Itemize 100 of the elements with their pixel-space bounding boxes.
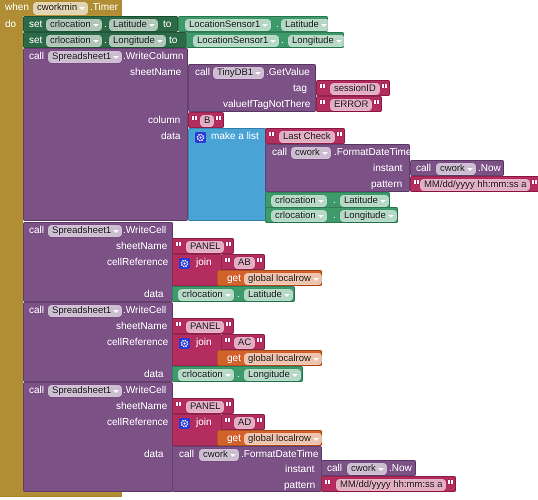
text-string-block: [172, 398, 234, 414]
dropdown-field: cwork: [199, 449, 239, 461]
dropdown-field: crlocation: [271, 195, 327, 207]
dropdown-field: Latitude: [244, 289, 293, 301]
block-label: .: [104, 35, 107, 47]
block-label: .: [281, 35, 284, 47]
dropdown-field: LocationSensor1: [193, 35, 280, 47]
dropdown-field: Latitude: [340, 195, 389, 207]
block-label: .: [237, 369, 240, 381]
block-label: call: [29, 51, 44, 63]
dropdown-field: cwork: [436, 163, 476, 175]
block-label: .WriteCell: [123, 385, 166, 397]
block-label: .GetValue: [266, 67, 310, 79]
text-string-block: [316, 80, 390, 96]
block-label: .FormatDateTime: [334, 147, 412, 159]
dropdown-field: Longitude: [244, 369, 301, 381]
dropdown-field: Spreadsheet1: [48, 305, 122, 317]
text-field: AB: [234, 257, 255, 269]
text-field: B: [200, 115, 214, 127]
setter-block: [23, 16, 178, 32]
block-label: set: [29, 35, 42, 47]
method-call-block: [410, 160, 504, 176]
method-call-block: [321, 460, 416, 476]
property-getter-block: [172, 366, 303, 382]
dropdown-field: crlocation: [178, 289, 234, 301]
dropdown-field: cworkmin: [33, 2, 88, 15]
block-label: instant: [373, 163, 402, 175]
property-getter-block: [265, 207, 398, 223]
text-string-block: [221, 254, 265, 270]
dropdown-field: Spreadsheet1: [48, 225, 122, 237]
method-call-block: [23, 302, 173, 382]
dropdown-field: Latitude: [281, 19, 330, 31]
method-call-block: [188, 64, 316, 112]
dropdown-field: crlocation: [271, 210, 327, 222]
block-label: call: [416, 163, 432, 175]
text-field: MM/dd/yyyy hh:mm:ss a: [420, 179, 530, 191]
variable-getter-block: [217, 430, 322, 446]
block-label: .WriteColumn: [123, 51, 184, 63]
block-label: data: [161, 131, 180, 143]
block-label: when: [5, 2, 29, 14]
variable-getter-block: [217, 270, 322, 286]
text-string-block: [172, 318, 234, 334]
block-label: make a list: [211, 131, 259, 143]
block-label: do: [5, 19, 16, 31]
method-call-block: [23, 48, 188, 221]
method-call-block: [172, 446, 322, 492]
method-call-block: [23, 222, 173, 302]
dropdown-field: global localrow: [244, 433, 322, 445]
block-label: sheetName: [116, 321, 168, 333]
join-block: [172, 254, 222, 286]
property-getter-block: [178, 16, 328, 32]
block-label: data: [144, 369, 164, 381]
block-label: set: [29, 19, 42, 31]
dropdown-field: global localrow: [244, 273, 322, 285]
block-label: .Now: [389, 463, 412, 475]
block-label: column: [148, 115, 180, 127]
text-field: Last Check: [279, 131, 335, 143]
property-getter-block: [265, 192, 390, 208]
dropdown-field: Longitude: [109, 35, 166, 47]
block-label: .Timer: [90, 2, 118, 14]
block-label: cellReference: [107, 417, 168, 429]
dropdown-field: crlocation: [46, 19, 102, 31]
text-field: MM/dd/yyyy hh:mm:ss a: [336, 479, 446, 491]
block-label: instant: [285, 464, 314, 476]
block-label: .: [104, 19, 107, 31]
text-field: ERROR: [330, 99, 372, 111]
block-label: call: [195, 67, 210, 79]
list-block: [188, 128, 266, 221]
variable-getter-block: [217, 350, 322, 366]
block-label: call: [29, 385, 44, 397]
method-call-block: [23, 382, 173, 492]
block-label: get: [227, 433, 241, 445]
block-label: valueIfTagNotThere: [223, 99, 310, 111]
join-block: [172, 334, 222, 366]
block-label: call: [327, 463, 342, 475]
block-label: to: [169, 35, 178, 47]
block-label: sheetName: [116, 241, 168, 253]
block-label: pattern: [284, 480, 316, 492]
block-label: cellReference: [107, 257, 168, 269]
text-string-block: [172, 238, 234, 254]
block-label: get: [227, 353, 241, 365]
dropdown-field: Spreadsheet1: [48, 385, 122, 397]
text-string-block: [188, 112, 224, 128]
block-label: to: [163, 19, 172, 31]
text-field: AD: [234, 417, 256, 429]
setter-block: [23, 32, 187, 48]
block-label: call: [29, 225, 44, 237]
block-label: .FormatDateTime: [241, 449, 318, 461]
text-string-block: [265, 128, 345, 144]
block-label: call: [179, 449, 194, 461]
text-string-block: [221, 334, 265, 350]
text-field: PANEL: [186, 241, 224, 253]
method-call-block: [265, 144, 410, 192]
block-label: call: [272, 147, 288, 159]
block-label: .: [276, 19, 279, 31]
block-label: .WriteCell: [123, 225, 166, 237]
text-field: sessionID: [330, 83, 380, 95]
block-label: data: [144, 289, 164, 301]
block-label: .: [333, 210, 336, 222]
dropdown-field: Longitude: [340, 210, 397, 222]
